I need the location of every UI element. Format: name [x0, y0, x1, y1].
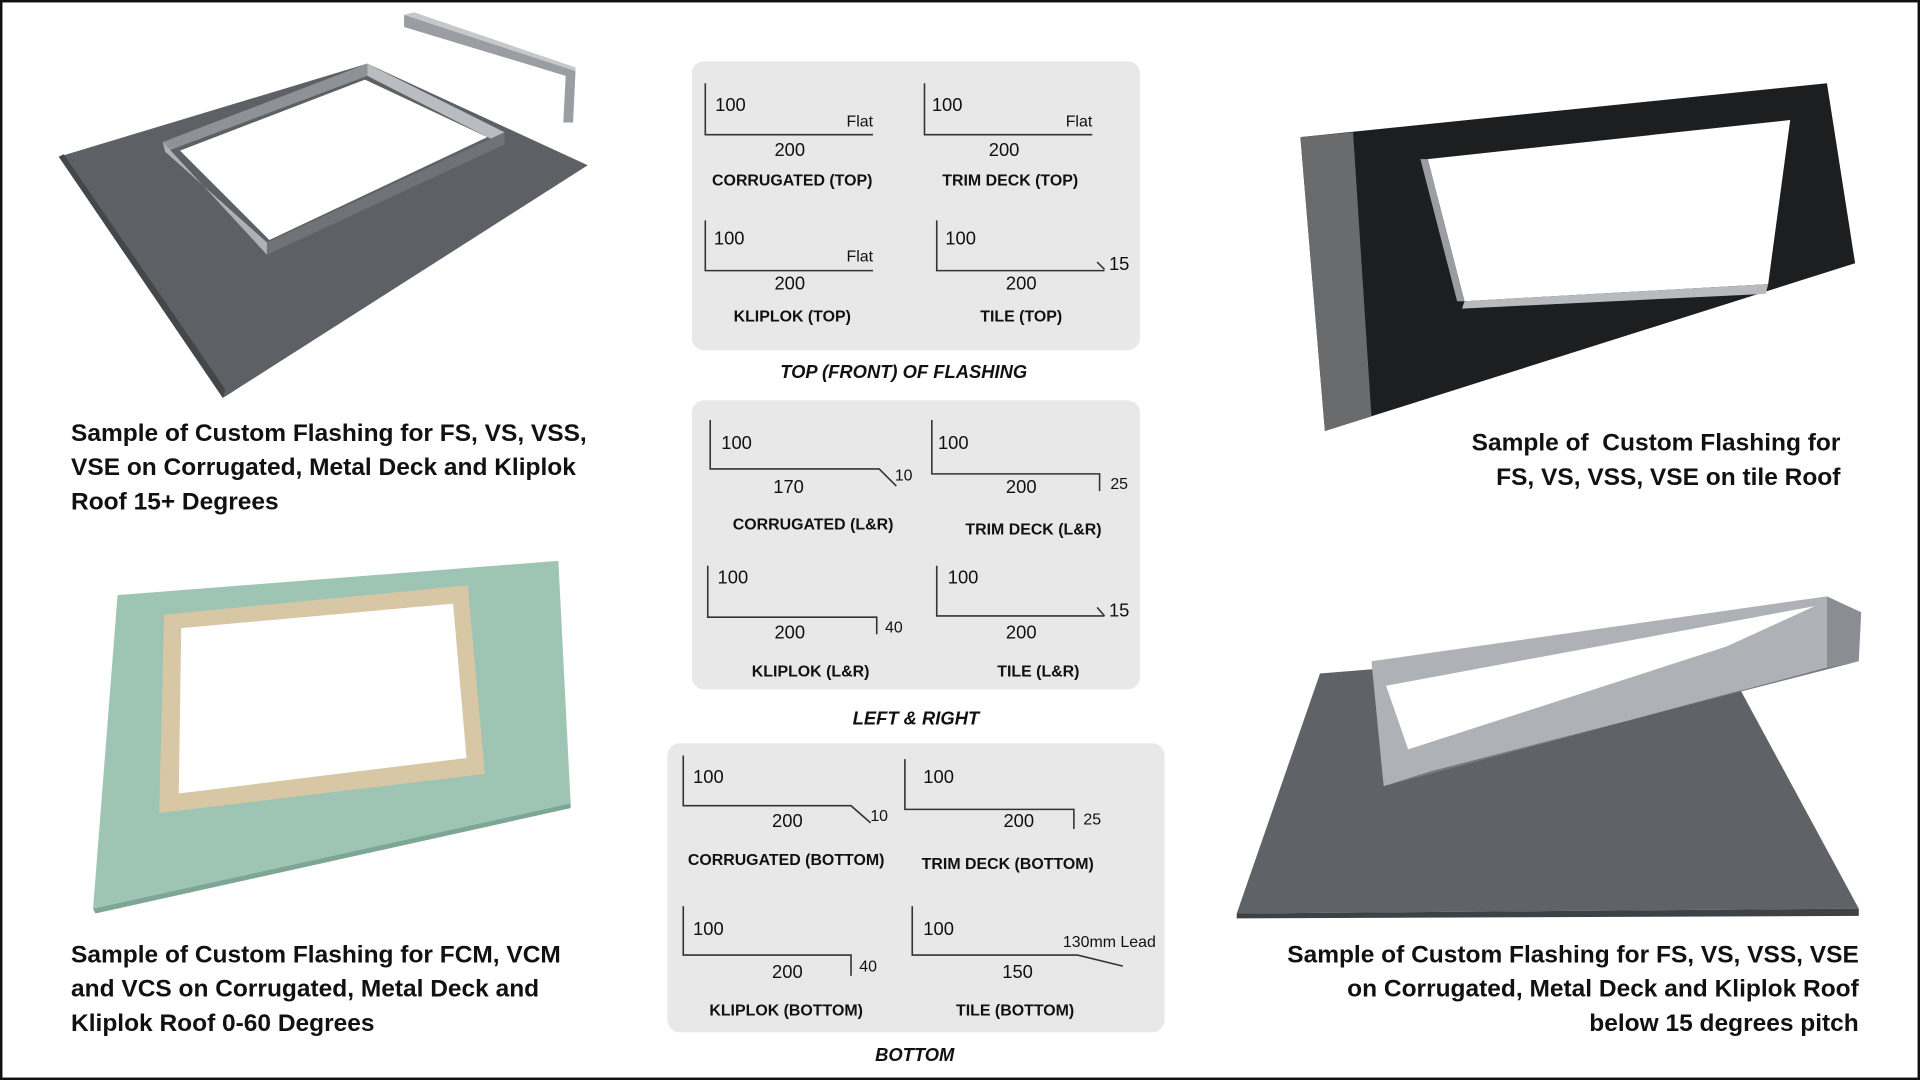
- profile-tile-top: [935, 220, 1105, 272]
- dim-end: 25: [1083, 810, 1102, 829]
- dim-end: 25: [1110, 474, 1129, 493]
- dim-end: Flat: [846, 246, 874, 266]
- caption-top-right: Sample of Custom Flashing for FS, VS, VS…: [1472, 426, 1841, 495]
- diagram-label: CORRUGATED (L&R): [732, 514, 894, 534]
- dim-length: 200: [1003, 811, 1035, 833]
- section-title-sides: LEFT & RIGHT: [852, 708, 980, 730]
- dim-length: 200: [774, 140, 806, 162]
- dim-height: 100: [947, 567, 979, 589]
- caption-top-left: Sample of Custom Flashing for FS, VS, VS…: [71, 416, 587, 519]
- profile-kliplok-top: [704, 220, 874, 272]
- caption-bottom-right: Sample of Custom Flashing for FS, VS, VS…: [1287, 938, 1859, 1041]
- caption-bottom-left: Sample of Custom Flashing for FCM, VCM a…: [71, 938, 561, 1041]
- diagram-label: KLIPLOK (L&R): [751, 661, 870, 681]
- caption-line: Sample of Custom Flashing for FCM, VCM: [71, 941, 561, 969]
- diagram-label: TRIM DECK (TOP): [942, 170, 1079, 190]
- caption-line: and VCS on Corrugated, Metal Deck and: [71, 975, 540, 1003]
- dim-end: 40: [885, 617, 903, 637]
- top-flashing-panel: [691, 61, 1141, 351]
- profile-tile-lr-kick: [1096, 606, 1106, 617]
- caption-line: Roof 15+ Degrees: [71, 488, 279, 516]
- profile-corrugated-lr: [709, 420, 897, 487]
- caption-line: on Corrugated, Metal Deck and Kliplok Ro…: [1347, 975, 1859, 1003]
- diagram-label: KLIPLOK (TOP): [733, 306, 851, 326]
- caption-line: FS, VS, VSS, VSE on tile Roof: [1496, 464, 1841, 492]
- caption-line: below 15 degrees pitch: [1589, 1010, 1859, 1038]
- caption-line: Kliplok Roof 0-60 Degrees: [71, 1010, 375, 1038]
- side-flashing-panel: [691, 400, 1141, 690]
- dim-height: 100: [717, 567, 749, 589]
- section-title-bottom: BOTTOM: [875, 1045, 955, 1066]
- profile-tile-top-kick: [1096, 261, 1106, 270]
- dim-end: Flat: [1065, 112, 1093, 131]
- dim-length: 170: [773, 476, 804, 498]
- diagram-label: TRIM DECK (BOTTOM): [921, 854, 1094, 873]
- dim-height: 100: [945, 228, 976, 250]
- dim-length: 200: [774, 622, 806, 644]
- dim-end: 15: [1108, 254, 1130, 275]
- section-title-top: TOP (FRONT) OF FLASHING: [780, 361, 1028, 383]
- dim-height: 100: [923, 918, 954, 940]
- dim-end: 10: [870, 806, 889, 825]
- dim-height: 100: [713, 228, 745, 250]
- diagram-label: CORRUGATED (TOP): [712, 170, 873, 190]
- caption-line: Sample of Custom Flashing for FS, VS, VS…: [1287, 941, 1859, 969]
- profile-trimdeck-top: [923, 83, 1093, 136]
- profile-corrugated-top: [704, 83, 874, 136]
- diagram-label: CORRUGATED (BOTTOM): [687, 850, 885, 869]
- profile-trimdeck-lr: [931, 420, 1101, 492]
- dim-height: 100: [937, 432, 969, 454]
- dim-end: 10: [894, 465, 913, 485]
- dim-length: 200: [772, 961, 803, 983]
- photo-tile-roof-flashing: [1300, 83, 1856, 432]
- photo-low-pitch-flashing: [1236, 596, 1862, 919]
- dim-length: 200: [1005, 622, 1037, 644]
- dim-length: 200: [988, 140, 1020, 162]
- dim-length: 200: [774, 273, 806, 295]
- profile-kliplok-lr: [706, 565, 878, 635]
- dim-height: 100: [715, 94, 746, 116]
- dim-height: 100: [693, 767, 724, 788]
- dim-end: 40: [859, 956, 878, 976]
- profile-tile-bottom: [911, 906, 1124, 967]
- dim-height: 100: [931, 94, 963, 116]
- dim-length: 150: [1002, 961, 1033, 983]
- photo-corrugated-flashing: [58, 12, 588, 398]
- profile-kliplok-bottom: [682, 906, 852, 976]
- diagram-label: KLIPLOK (BOTTOM): [709, 1001, 863, 1020]
- dim-height: 100: [923, 767, 954, 788]
- photo-fcm-flashing: [93, 560, 571, 914]
- diagram-label: TILE (TOP): [980, 306, 1063, 326]
- dim-length: 200: [1005, 273, 1037, 295]
- diagram-label: TILE (BOTTOM): [956, 1001, 1075, 1020]
- dim-length: 200: [1005, 476, 1037, 498]
- dim-length: 200: [772, 811, 803, 833]
- profile-trimdeck-bottom: [904, 759, 1075, 829]
- dim-end: Flat: [846, 112, 874, 131]
- dim-height: 100: [693, 918, 724, 940]
- diagram-label: TILE (L&R): [997, 661, 1080, 681]
- diagram-label: TRIM DECK (L&R): [965, 519, 1102, 539]
- dim-end: 130mm Lead: [1062, 932, 1156, 951]
- bottom-flashing-panel: [667, 743, 1165, 1033]
- profile-tile-lr: [935, 565, 1105, 617]
- profile-corrugated-bottom: [682, 755, 872, 824]
- dim-height: 100: [721, 432, 752, 454]
- caption-line: VSE on Corrugated, Metal Deck and Kliplo…: [71, 454, 576, 482]
- caption-line: Sample of Custom Flashing for FS, VS, VS…: [71, 420, 587, 447]
- caption-line: Sample of Custom Flashing for: [1471, 429, 1841, 457]
- dim-end: 15: [1108, 600, 1130, 622]
